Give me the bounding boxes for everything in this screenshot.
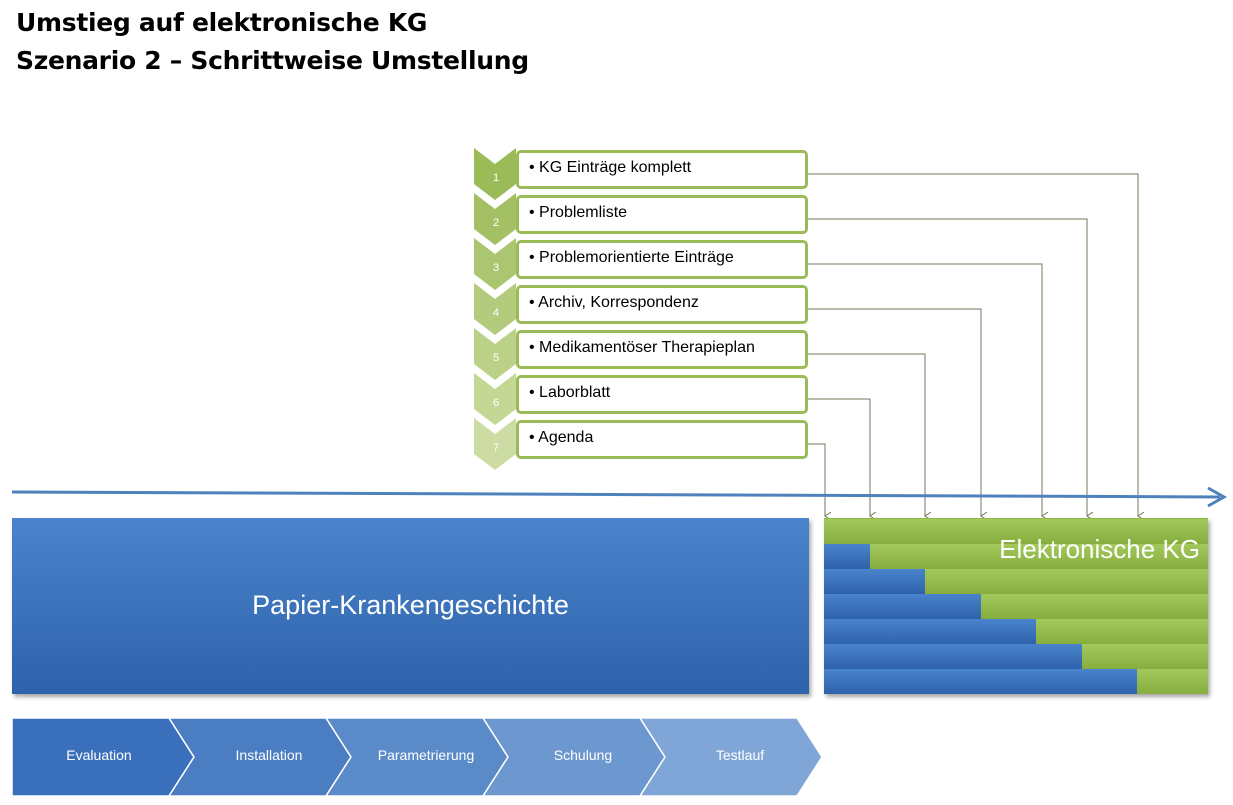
step-chevron <box>474 193 516 245</box>
step-connector-line <box>808 398 870 516</box>
step-label: Problemliste <box>529 204 627 222</box>
phase-label: Installation <box>235 747 303 763</box>
step-box: Agenda <box>516 420 808 459</box>
timeline-arrow <box>11 486 1228 508</box>
phase-chevron <box>638 717 823 797</box>
step-label: Archiv, Korrespondenz <box>529 294 699 312</box>
phase-label: Evaluation <box>66 747 132 763</box>
paper-record-label: Papier-Krankengeschichte <box>252 590 569 620</box>
step-label: Agenda <box>529 429 593 447</box>
paper-record-block: Papier-Krankengeschichte <box>12 518 809 694</box>
slide-title-line-2: Szenario 2 – Schrittweise Umstellung <box>16 46 529 75</box>
phase-label: Schulung <box>553 747 613 763</box>
ekg-progress-row <box>824 594 1208 619</box>
step-chevron <box>474 373 516 425</box>
step-box: Medikamentöser Therapieplan <box>516 330 808 369</box>
step-chevron <box>474 283 516 335</box>
ekg-progress-row <box>824 569 1208 594</box>
step-box: Problemliste <box>516 195 808 234</box>
step-box: Archiv, Korrespondenz <box>516 285 808 324</box>
step-box: Laborblatt <box>516 375 808 414</box>
step-chevron <box>474 148 516 200</box>
step-number: 4 <box>492 307 500 319</box>
ekg-progress-row <box>824 544 1208 569</box>
step-connector-line <box>808 443 825 516</box>
step-number: 3 <box>492 262 500 274</box>
ekg-progress-row <box>824 619 1208 644</box>
step-label: Problemorientierte Einträge <box>529 249 734 267</box>
ekg-paper-portion <box>824 544 870 569</box>
phase-label: Parametrierung <box>377 747 475 763</box>
step-box: Problemorientierte Einträge <box>516 240 808 279</box>
electronic-record-block: Elektronische KG <box>824 518 1208 694</box>
step-number: 1 <box>492 172 500 184</box>
step-chevron <box>474 238 516 290</box>
slide-title-line-1: Umstieg auf elektronische KG <box>16 8 428 37</box>
ekg-paper-portion <box>824 569 925 594</box>
step-connector-line <box>808 218 1087 516</box>
ekg-progress-row <box>824 644 1208 669</box>
step-box: KG Einträge komplett <box>516 150 808 189</box>
electronic-record-label: Elektronische KG <box>999 534 1200 564</box>
step-chevron <box>474 418 516 470</box>
step-label: Medikamentöser Therapieplan <box>529 339 755 357</box>
ekg-paper-portion <box>824 594 981 619</box>
ekg-paper-portion <box>824 644 1082 669</box>
ekg-paper-portion <box>824 619 1036 644</box>
step-label: KG Einträge komplett <box>529 159 691 177</box>
step-connector-line <box>808 173 1138 516</box>
step-chevron <box>474 328 516 380</box>
step-connector-line <box>808 353 925 516</box>
step-connector-line <box>808 263 1042 516</box>
step-connector-line <box>808 308 981 516</box>
step-number: 6 <box>492 397 500 409</box>
ekg-progress-row <box>824 669 1208 694</box>
phase-label: Testlauf <box>715 747 765 763</box>
step-number: 2 <box>492 217 500 229</box>
step-number: 5 <box>492 352 500 364</box>
ekg-paper-portion <box>824 669 1137 694</box>
step-number: 7 <box>492 442 500 454</box>
step-label: Laborblatt <box>529 384 610 402</box>
ekg-progress-row <box>824 519 1208 544</box>
